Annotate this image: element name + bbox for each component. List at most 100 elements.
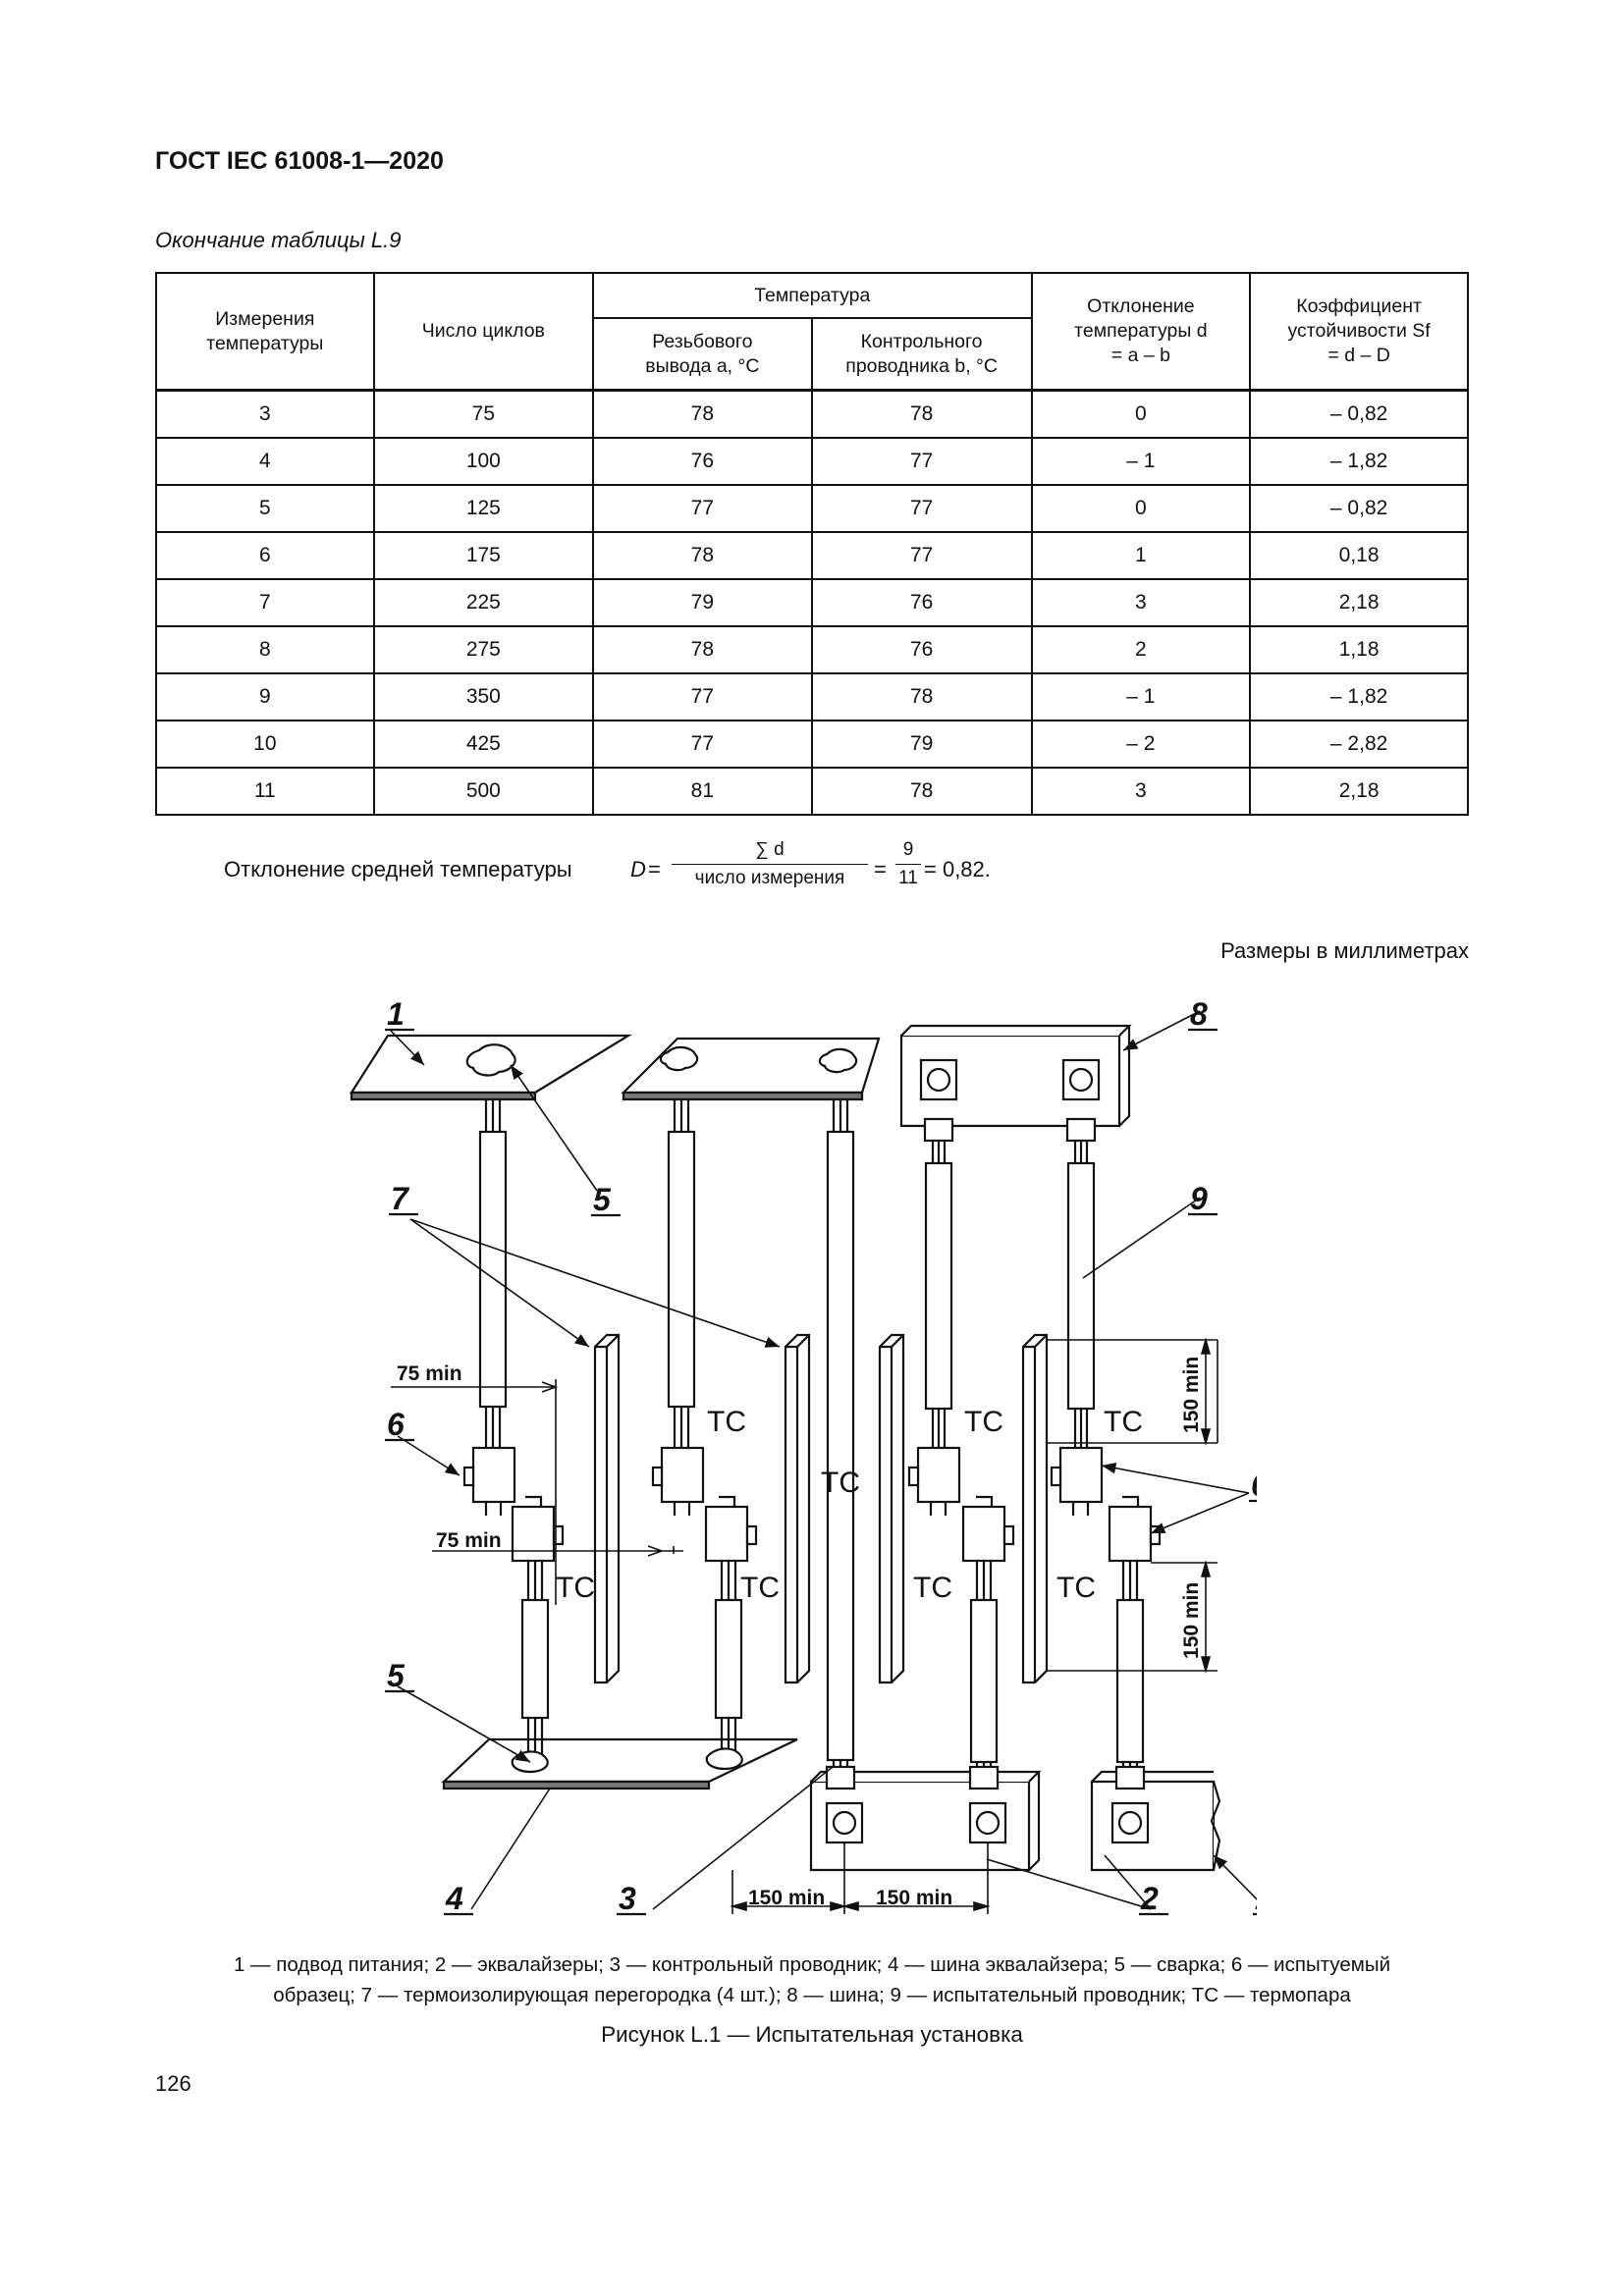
dim-75-lower: 75 min [436,1529,502,1552]
col-header-terminal: Резьбового вывода a, °C [592,317,813,392]
tc-label-2: TC [964,1406,1003,1438]
formula-label: Отклонение средней температуры [224,857,572,881]
table-cell: 78 [592,389,813,439]
table-cell: – 2,82 [1249,720,1469,769]
fig-label-8: 8 [1190,996,1208,1032]
table-cell: 11 [155,767,375,816]
table-cell: – 2 [1030,720,1252,769]
test-setup-figure: 1 8 5 7 9 6 6 5 4 3 2 1 TC TC TC TC TC T… [349,996,1257,1916]
table-cell: 77 [592,672,813,721]
table-cell: – 1,82 [1249,672,1469,721]
col-header-deviation: Отклонение температуры d = a – b [1030,272,1252,392]
col-header-measure: Измерения температуры [155,272,375,392]
fig-label-1-bottom: 1 [1255,1881,1257,1916]
table-cell: – 1,82 [1249,437,1469,486]
table-cell: 81 [592,767,813,816]
table-cell: 77 [592,720,813,769]
table-cell: 79 [810,720,1033,769]
table-cell: 3 [155,389,375,439]
tc-label-control: TC [821,1467,860,1499]
fig-label-2: 2 [1140,1881,1159,1916]
dim-150-vertical-lower: 150 min [1180,1582,1203,1659]
table-cell: 0 [1030,389,1252,439]
tc-label-6: TC [913,1572,952,1604]
table-cell: 2,18 [1249,767,1469,816]
table-cell: 78 [592,625,813,674]
table-cell: 350 [372,672,595,721]
table-cell: – 1 [1030,437,1252,486]
tc-label-7: TC [1056,1572,1096,1604]
tc-label-3: TC [1104,1406,1143,1438]
tc-label-1: TC [707,1406,746,1438]
formula-fraction-values: 9 11 [895,839,921,889]
table-cell: 77 [810,484,1033,533]
table-cell: 125 [372,484,595,533]
col-header-cycles: Число циклов [372,272,595,392]
table-cell: 6 [155,531,375,580]
table-cell: 0,18 [1249,531,1469,580]
table-cell: 3 [1030,767,1252,816]
table-cell: 76 [592,437,813,486]
table-cell: – 1 [1030,672,1252,721]
table-cell: 76 [810,578,1033,627]
col-header-temperature: Температура [592,272,1033,319]
legend-line-2: образец; 7 — термоизолирующая перегородк… [273,1984,1351,2006]
table-cell: 75 [372,389,595,439]
fig-label-3: 3 [619,1881,636,1916]
table-cell: 275 [372,625,595,674]
page-number: 126 [155,2071,191,2096]
tc-label-4: TC [556,1572,595,1604]
fig-label-7: 7 [391,1181,410,1216]
table-cell: 78 [810,389,1033,439]
table-cell: 77 [810,531,1033,580]
table-cell: 10 [155,720,375,769]
table-cell: 77 [592,484,813,533]
fig-label-5-top: 5 [593,1182,612,1217]
fig-label-4: 4 [445,1881,463,1916]
fig-label-9: 9 [1190,1181,1208,1216]
legend-line-1: 1 — подвод питания; 2 — эквалайзеры; 3 —… [233,1953,1391,1976]
table-cell: 7 [155,578,375,627]
dim-150-vertical-upper: 150 min [1180,1357,1203,1433]
tc-label-5: TC [740,1572,780,1604]
table-cell: 4 [155,437,375,486]
fig-label-6-right: 6 [1251,1468,1257,1503]
table-cell: 77 [810,437,1033,486]
fig-label-6-left: 6 [387,1407,405,1442]
formula-fraction-sum: ∑ d число измерения [672,839,868,889]
dim-150-left: 150 min [748,1887,825,1909]
table-cell: – 0,82 [1249,389,1469,439]
col-header-coefficient: Коэффициент устойчивости Sf = d – D [1249,272,1469,392]
table-cell: 79 [592,578,813,627]
table-cell: 175 [372,531,595,580]
formula-variable: D [630,857,646,881]
table-cell: 0 [1030,484,1252,533]
col-header-control: Контрольного проводника b, °C [810,317,1033,392]
table-cell: 2 [1030,625,1252,674]
table-cell: 76 [810,625,1033,674]
table-cell: 78 [810,672,1033,721]
table-cell: 2,18 [1249,578,1469,627]
document-header: ГОСТ IEC 61008-1—2020 [155,147,444,175]
dimensions-note: Размеры в миллиметрах [1220,938,1469,963]
table-cell: – 0,82 [1249,484,1469,533]
dim-75-upper: 75 min [397,1362,462,1385]
table-cell: 8 [155,625,375,674]
table-cell: 1,18 [1249,625,1469,674]
fig-label-1-top: 1 [387,996,405,1032]
fig-label-5-bottom: 5 [387,1658,406,1693]
formula-equals-2: = [874,857,887,881]
figure-caption: Рисунок L.1 — Испытательная установка [601,2022,1023,2047]
table-cell: 3 [1030,578,1252,627]
table-cell: 9 [155,672,375,721]
figure-legend: 1 — подвод питания; 2 — эквалайзеры; 3 —… [155,1949,1469,2010]
table-cell: 100 [372,437,595,486]
table-cell: 1 [1030,531,1252,580]
